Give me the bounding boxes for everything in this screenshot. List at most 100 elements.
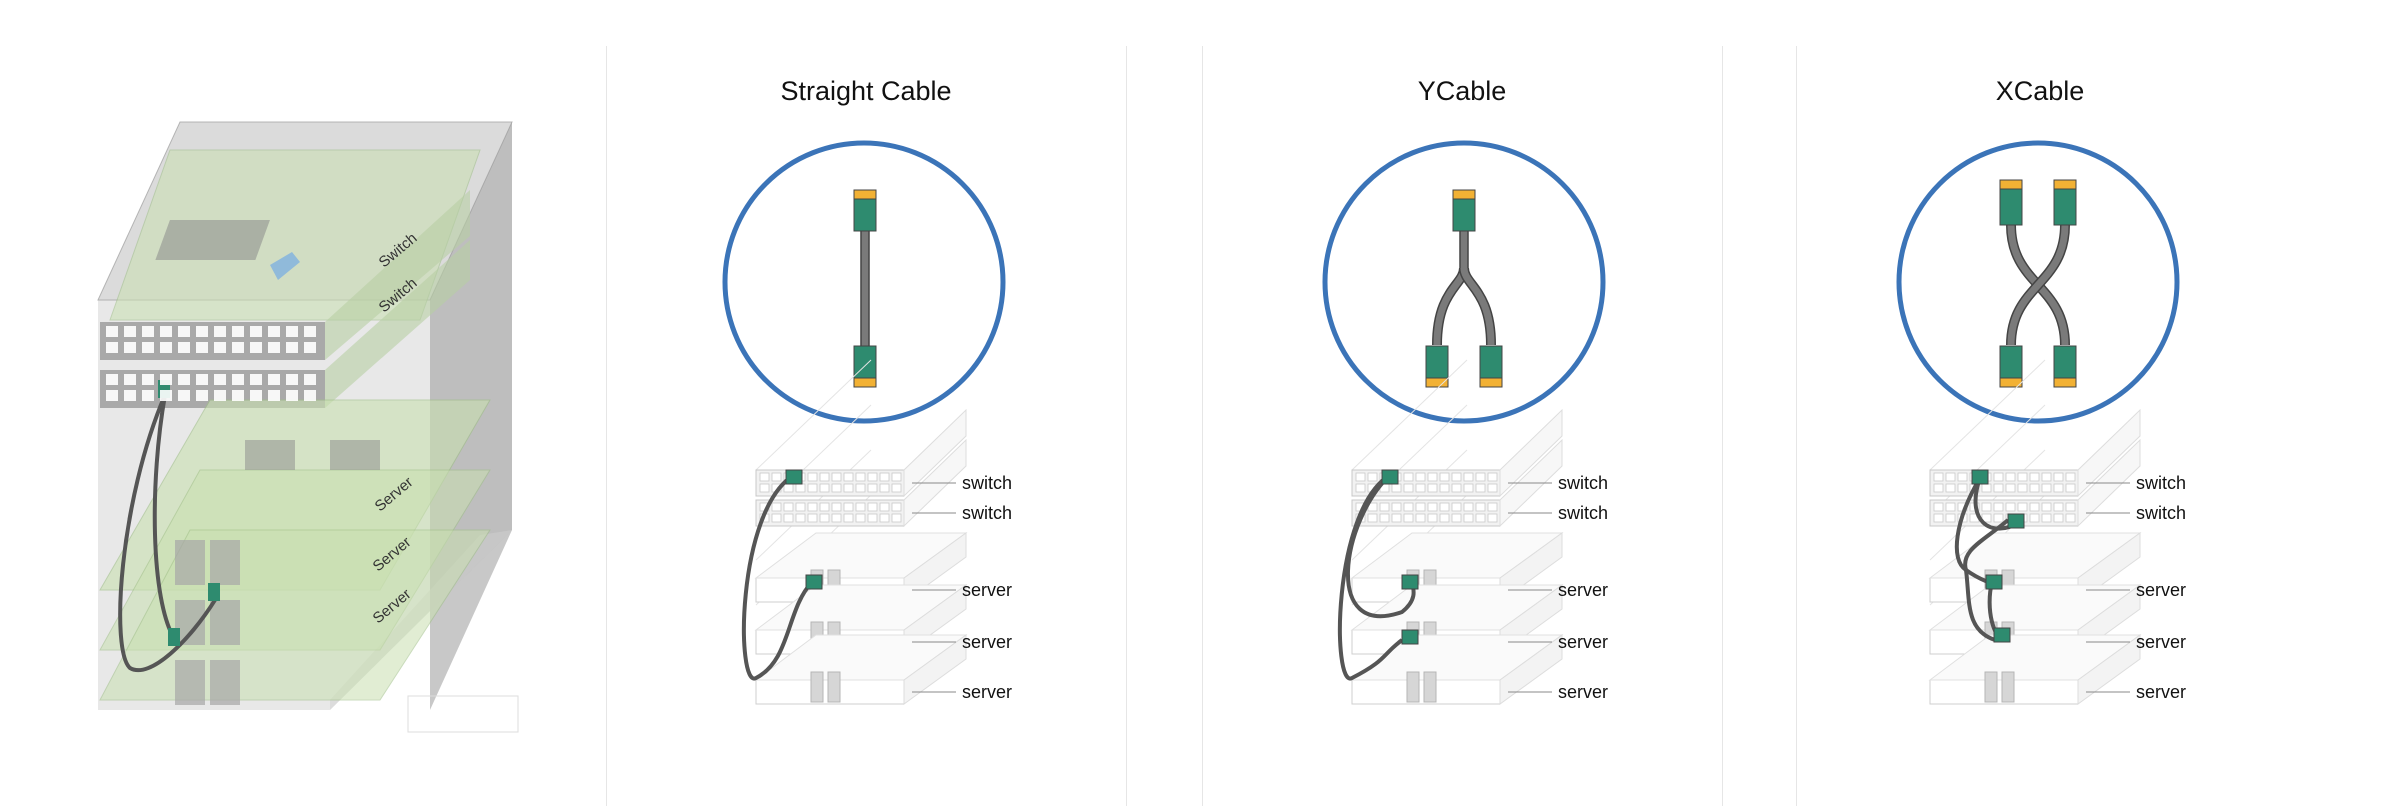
- port: [843, 483, 854, 493]
- port: [1933, 513, 1944, 523]
- port: [160, 374, 172, 385]
- ycable-icon: [1425, 189, 1503, 388]
- port: [1475, 502, 1486, 512]
- port: [819, 472, 830, 482]
- rack-illustration: Switch Switch Server Server Server: [0, 0, 600, 806]
- port: [1487, 502, 1498, 512]
- port: [124, 390, 136, 401]
- port: [1981, 483, 1992, 493]
- port: [1415, 513, 1426, 523]
- row-label: server: [1558, 632, 1608, 652]
- port: [2005, 483, 2016, 493]
- straight-cable-icon: [853, 189, 877, 388]
- row-label: server: [2136, 682, 2186, 702]
- port: [1379, 502, 1390, 512]
- port: [142, 374, 154, 385]
- port: [268, 326, 280, 337]
- port: [286, 326, 298, 337]
- row-label: server: [962, 682, 1012, 702]
- port: [1427, 472, 1438, 482]
- port: [1945, 483, 1956, 493]
- row-label: switch: [2136, 473, 2186, 493]
- port: [1993, 472, 2004, 482]
- row-label: switch: [1558, 473, 1608, 493]
- rack-stack: [754, 359, 968, 705]
- rack-drawing: Switch Switch Server Server Server: [97, 121, 519, 733]
- port: [831, 483, 842, 493]
- port: [867, 483, 878, 493]
- panel-title: Straight Cable: [780, 76, 952, 106]
- row-label: server: [2136, 632, 2186, 652]
- port: [1439, 483, 1450, 493]
- port: [232, 342, 244, 353]
- port: [855, 502, 866, 512]
- port: [1439, 513, 1450, 523]
- port: [783, 502, 794, 512]
- port: [2053, 483, 2064, 493]
- port: [196, 342, 208, 353]
- port: [1403, 483, 1414, 493]
- port: [1933, 483, 1944, 493]
- port: [1475, 483, 1486, 493]
- port: [250, 342, 262, 353]
- port: [178, 342, 190, 353]
- port: [196, 390, 208, 401]
- port: [2029, 472, 2040, 482]
- port: [2065, 483, 2076, 493]
- port: [160, 326, 172, 337]
- port: [196, 326, 208, 337]
- port: [106, 326, 118, 337]
- divider: [1202, 46, 1203, 806]
- port: [1391, 483, 1402, 493]
- port: [807, 513, 818, 523]
- port: [304, 326, 316, 337]
- port: [831, 472, 842, 482]
- port: [867, 513, 878, 523]
- port: [771, 502, 782, 512]
- port: [1957, 483, 1968, 493]
- port: [807, 472, 818, 482]
- port: [891, 472, 902, 482]
- port: [2017, 502, 2028, 512]
- port: [1463, 483, 1474, 493]
- port: [1945, 513, 1956, 523]
- port: [2029, 513, 2040, 523]
- port: [1403, 502, 1414, 512]
- port: [819, 502, 830, 512]
- port: [178, 390, 190, 401]
- port: [1427, 502, 1438, 512]
- port: [843, 472, 854, 482]
- port: [1487, 513, 1498, 523]
- port: [1427, 513, 1438, 523]
- port: [232, 326, 244, 337]
- xcable-icon: [1999, 179, 2077, 388]
- port: [1475, 472, 1486, 482]
- port: [1439, 502, 1450, 512]
- port: [2017, 472, 2028, 482]
- port: [1945, 502, 1956, 512]
- port: [1487, 483, 1498, 493]
- port: [214, 342, 226, 353]
- port: [1933, 472, 1944, 482]
- port: [178, 326, 190, 337]
- port: [879, 472, 890, 482]
- port: [286, 390, 298, 401]
- rack-stack: [1350, 359, 1564, 705]
- port: [160, 342, 172, 353]
- port: [124, 326, 136, 337]
- port: [783, 513, 794, 523]
- port: [286, 374, 298, 385]
- port: [1993, 502, 2004, 512]
- port: [106, 374, 118, 385]
- port: [783, 483, 794, 493]
- port: [214, 326, 226, 337]
- port: [142, 390, 154, 401]
- port: [1981, 513, 1992, 523]
- port: [178, 374, 190, 385]
- port: [106, 390, 118, 401]
- port: [2041, 483, 2052, 493]
- port: [879, 513, 890, 523]
